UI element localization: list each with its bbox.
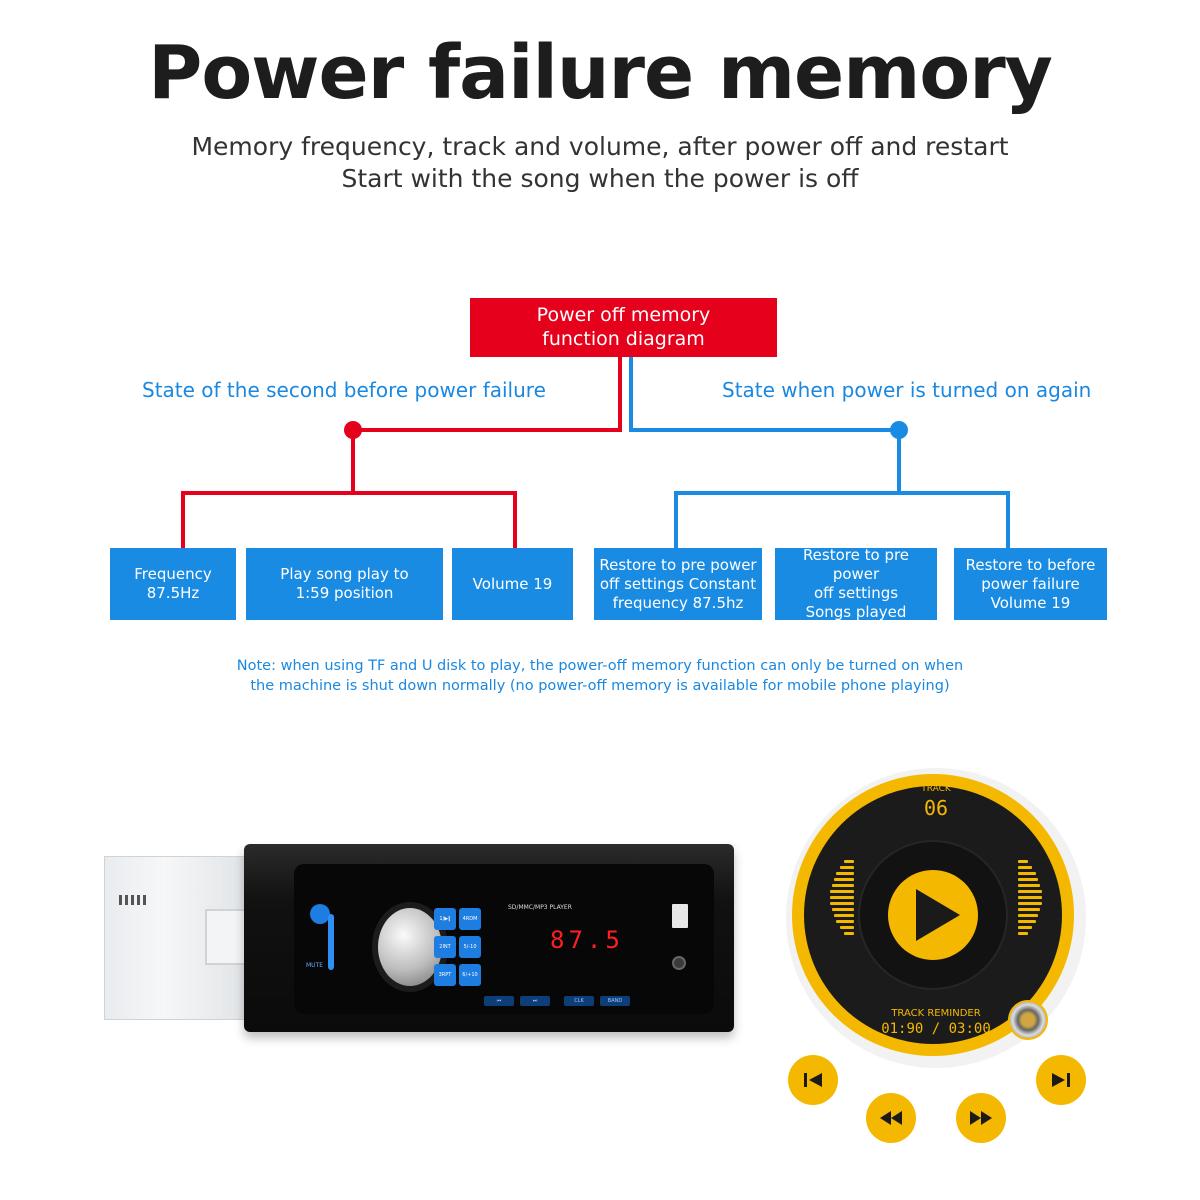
box-restore-frequency: Restore to pre power off settings Consta… [594,548,762,620]
preset-button-4[interactable]: 4RDM [459,908,481,930]
vent-slot [137,895,140,905]
box-restore-frequency-text: Restore to pre power off settings Consta… [599,555,757,612]
radio-faceplate: MUTE 1/▶‖ 4RDM 2INT 5/-10 3RPT 6/+10 SD/… [244,844,734,1032]
left-level-bars [826,860,854,990]
progress-dial-icon[interactable] [1008,1000,1048,1040]
blue-light-strip [328,914,334,970]
track-label: TRACK [921,784,951,794]
box-restore-volume: Restore to before power failure Volume 1… [954,548,1107,620]
rewind-icon [880,1111,902,1125]
fast-forward-icon [970,1111,992,1125]
box-volume: Volume 19 [452,548,573,620]
track-number: 06 [923,796,949,820]
next-track-button[interactable]: ⏭ [520,996,550,1006]
preset-button-5[interactable]: 5/-10 [459,936,481,958]
player-graphic: TRACK 06 TRACK REMINDER 01:90 / 03:00 [786,768,1086,1068]
next-icon [1052,1073,1070,1087]
note-line-2: the machine is shut down normally (no po… [250,678,950,694]
preset-button-3[interactable]: 3RPT [434,964,456,986]
vent-slot [131,895,134,905]
box-volume-text: Volume 19 [472,574,553,593]
box-restore-volume-text: Restore to before power failure Volume 1… [965,555,1096,612]
previous-track-button[interactable]: ⏮ [484,996,514,1006]
band-button[interactable]: BAND [600,996,630,1006]
box-frequency-text: Frequency 87.5Hz [134,565,212,602]
vent-slot [143,895,146,905]
vent-slot [125,895,128,905]
aux-jack[interactable] [672,956,686,970]
radio-panel: MUTE 1/▶‖ 4RDM 2INT 5/-10 3RPT 6/+10 SD/… [294,864,714,1014]
right-branch-label: State when power is turned on again [722,378,1092,402]
red-connector-top [353,357,622,432]
preset-button-1[interactable]: 1/▶‖ [434,908,456,930]
preset-button-6[interactable]: 6/+10 [459,964,481,986]
box-play-song-text: Play song play to 1:59 position [280,565,409,602]
usb-port[interactable] [672,904,688,928]
box-restore-songs-text: Restore to pre power off settings Songs … [802,546,910,621]
blue-connector-bar [674,491,1010,548]
vent-slot [119,895,122,905]
mute-label[interactable]: MUTE [306,962,324,969]
play-icon [916,889,960,941]
diagram-title-box: Power off memory function diagram [470,298,777,357]
clock-button[interactable]: CLK [564,996,594,1006]
track-time: 01:90 / 03:00 [881,1021,991,1037]
box-restore-songs: Restore to pre power off settings Songs … [775,546,937,621]
red-connector-bar [181,491,517,548]
display-label: SD/MMC/MP3 PLAYER [508,904,572,911]
next-button[interactable] [1036,1055,1086,1105]
note-line-1: Note: when using TF and U disk to play, … [236,658,964,674]
red-node-dot [344,421,362,439]
diagram-title-line-1: Power off memory [536,304,711,326]
right-level-bars [1018,860,1046,990]
blue-connector-top [629,357,899,432]
blue-node-dot [890,421,908,439]
box-frequency: Frequency 87.5Hz [110,548,236,620]
diagram-title-line-2: function diagram [542,328,705,350]
radio-display: SD/MMC/MP3 PLAYER 87.5 [490,904,640,986]
power-button[interactable] [310,904,330,924]
note-text: Note: when using TF and U disk to play, … [0,656,1200,696]
volume-knob[interactable] [378,908,442,986]
preset-button-2[interactable]: 2INT [434,936,456,958]
left-branch-label: State of the second before power failure [142,378,546,402]
previous-button[interactable] [788,1055,838,1105]
car-radio-image: MUTE 1/▶‖ 4RDM 2INT 5/-10 3RPT 6/+10 SD/… [98,830,738,1060]
radio-chassis [104,856,255,1020]
subtitle-line-1: Memory frequency, track and volume, afte… [191,132,1009,161]
track-reminder-label: TRACK REMINDER [891,1008,981,1019]
subtitle-line-2: Start with the song when the power is of… [341,164,859,193]
box-play-song: Play song play to 1:59 position [246,548,443,620]
frequency-readout: 87.5 [550,926,624,954]
page-title: Power failure memory [148,30,1053,116]
fast-forward-button[interactable] [956,1093,1006,1143]
previous-icon [804,1073,822,1087]
rewind-button[interactable] [866,1093,916,1143]
